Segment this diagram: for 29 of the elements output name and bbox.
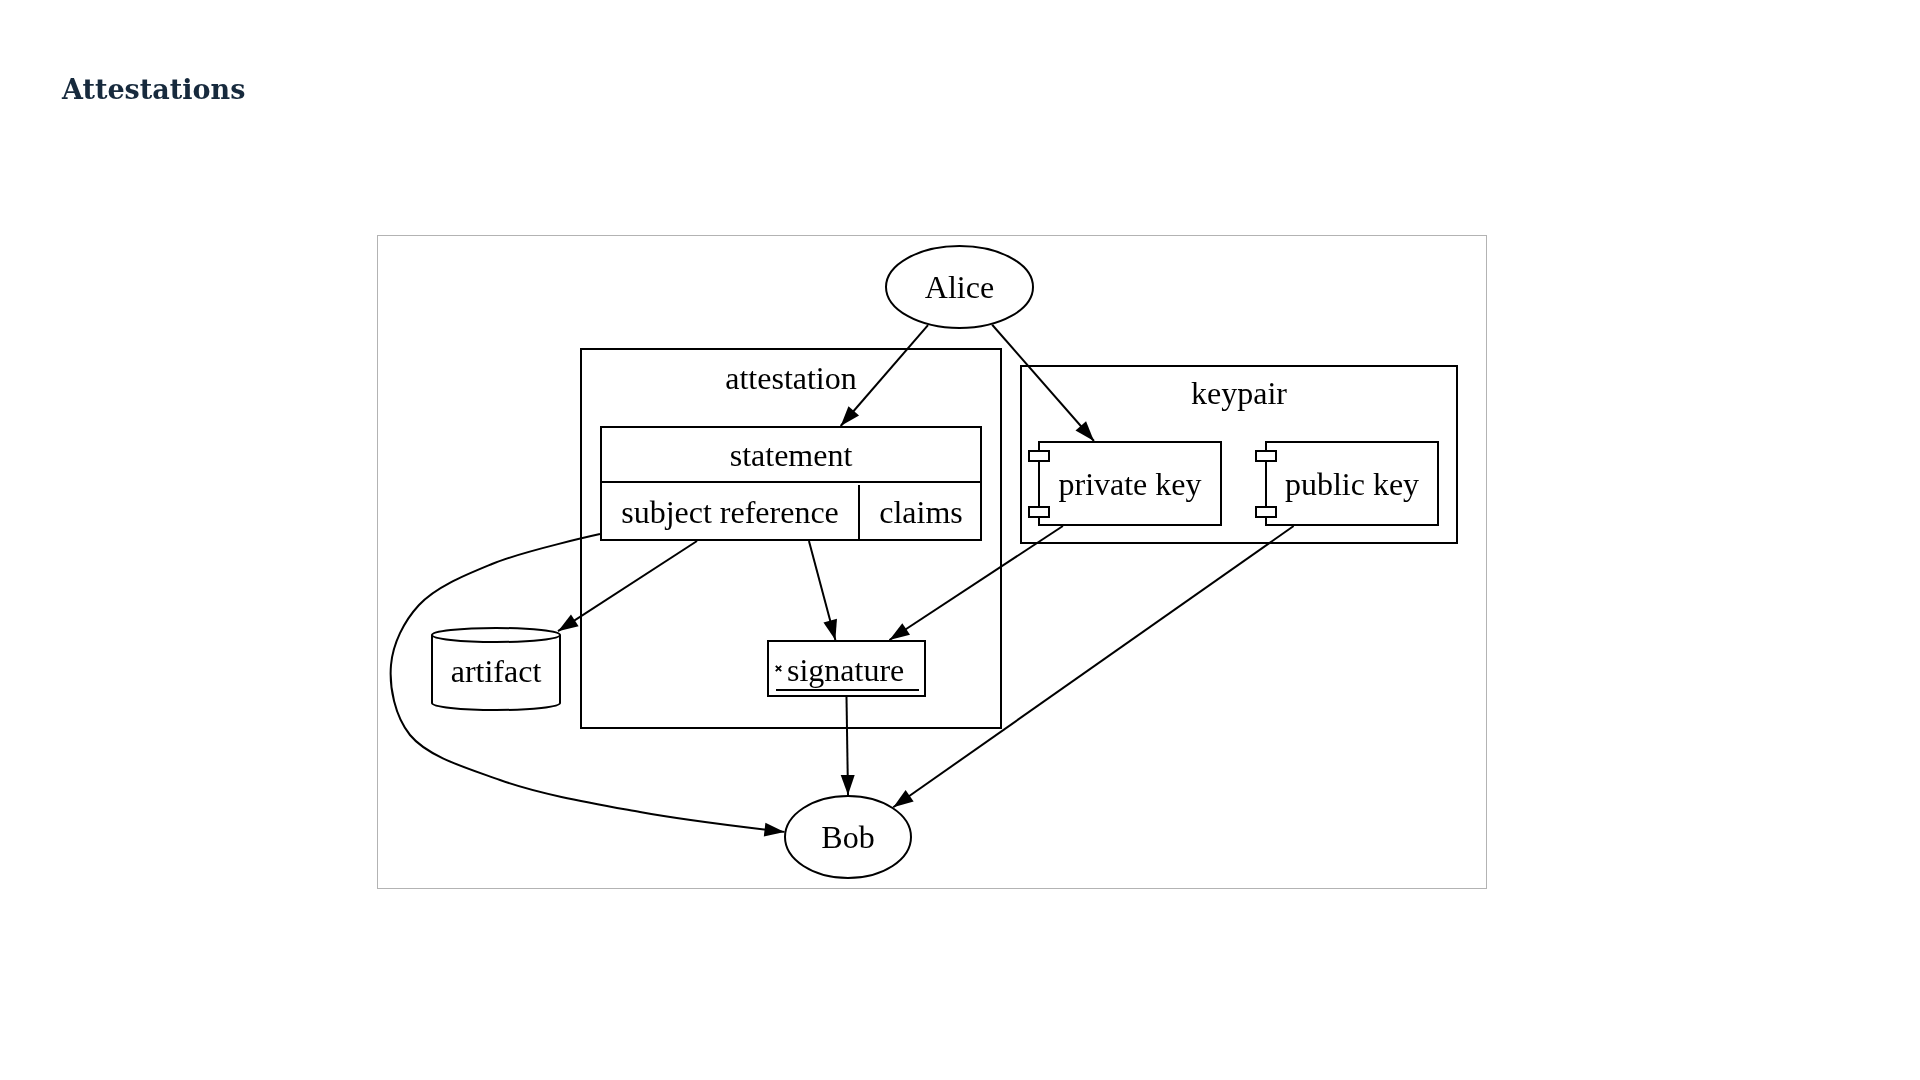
component-box: [1028, 441, 1222, 526]
arrow: [389, 533, 786, 837]
cluster-label: attestation: [725, 360, 857, 396]
node-label: signature: [787, 652, 905, 688]
arrow: [892, 525, 1295, 809]
cluster-box: [580, 348, 1002, 729]
node-label: Bob: [821, 819, 875, 855]
arrow: [839, 324, 929, 427]
arrow: [888, 525, 1064, 641]
page-title: Attestations: [62, 74, 246, 106]
database-cylinder: [431, 627, 561, 711]
cluster-box: [1020, 365, 1458, 544]
ellipse-node: [885, 245, 1034, 329]
arrow: [557, 540, 699, 633]
node-label: artifact: [450, 653, 542, 689]
component-box: [1255, 441, 1439, 526]
signature-box: [767, 640, 926, 697]
record-heading: statement: [602, 428, 980, 483]
cluster-label: keypair: [1191, 375, 1287, 411]
record-entry: claims: [878, 493, 964, 532]
record-entry: subject reference: [602, 485, 860, 539]
arrow: [807, 540, 837, 641]
arrow: [991, 323, 1095, 442]
arrow: [840, 696, 855, 796]
record-box: [600, 426, 982, 541]
node-label: private key: [1058, 465, 1202, 502]
node-label: public key: [1284, 465, 1420, 502]
ellipse-node: [784, 795, 912, 879]
node-label: Alice: [924, 269, 995, 305]
